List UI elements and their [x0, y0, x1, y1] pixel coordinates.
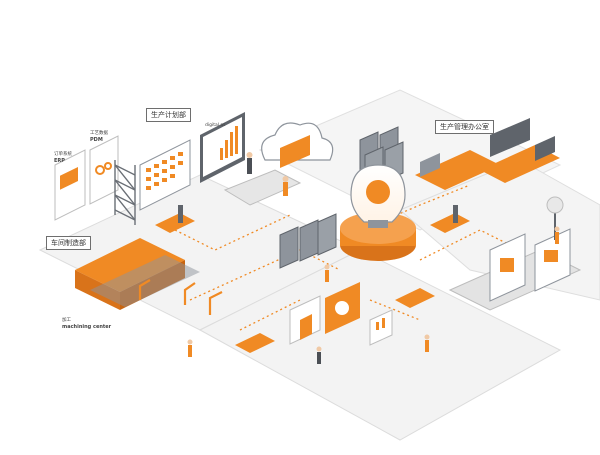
dashboard-panels	[289, 282, 393, 346]
lightbulb-icon	[340, 164, 416, 261]
server-cluster	[279, 213, 337, 269]
planning-board	[139, 139, 191, 211]
manufacturing-line	[75, 238, 200, 310]
label-process-data: 工艺数据	[90, 131, 108, 136]
analytics-monitor	[200, 112, 245, 183]
worker-icon	[187, 226, 560, 364]
label-machining-en: machining center	[62, 324, 112, 330]
forklift-icon	[155, 205, 470, 353]
label-pdm: PDM	[90, 137, 103, 143]
cloud-icon	[261, 122, 334, 168]
callout-production-office: 生产管理办公室	[435, 120, 494, 134]
office-desks	[415, 118, 560, 190]
label-erp: ERP	[54, 158, 65, 164]
floor-platforms	[38, 89, 600, 441]
assembly-line	[448, 196, 582, 311]
callout-production-planning: 生产计划部	[146, 108, 191, 122]
document-panels	[54, 135, 119, 221]
label-order-system: 订单系统	[54, 152, 72, 157]
gantry-tower	[114, 160, 136, 225]
label-machining-cn: 加工	[62, 318, 71, 323]
callout-workshop-manufacturing: 车间制造部	[46, 236, 91, 250]
meeting-area	[223, 152, 302, 206]
label-panel-word: digital as	[205, 123, 226, 128]
robot-arm-icon	[138, 279, 223, 315]
